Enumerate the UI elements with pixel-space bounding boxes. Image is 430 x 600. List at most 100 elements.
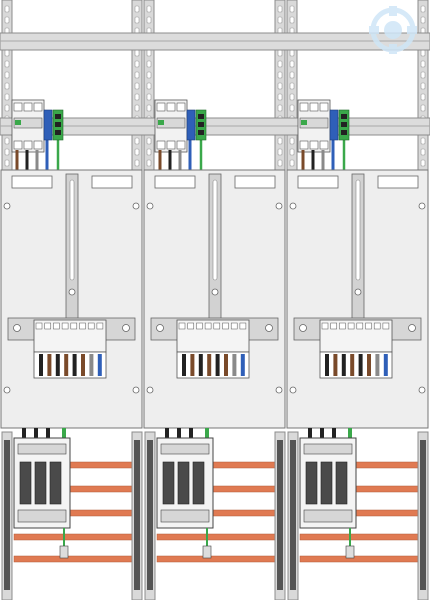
rail-slot (277, 16, 283, 24)
terminal-screw (55, 130, 61, 135)
breaker-top-terminal (166, 102, 176, 112)
connector-wire (232, 354, 237, 376)
connector-wire (350, 354, 355, 376)
connector-screw (365, 322, 372, 330)
feed-wire (62, 428, 66, 440)
connector-wire (240, 354, 245, 376)
rail-slot (146, 60, 152, 68)
feed-wire (348, 428, 352, 440)
bracket-hole (265, 324, 273, 332)
connector-screw (187, 322, 194, 330)
fuse-switch (156, 437, 214, 529)
rail-slot (134, 71, 140, 79)
rail-slot (277, 93, 283, 101)
feed-wire (205, 428, 209, 440)
earth-clip (345, 528, 355, 559)
terminal-screw (198, 114, 204, 119)
fuse-switch-bottom (303, 509, 353, 523)
terminal-screw (198, 130, 204, 135)
breaker-block (154, 99, 188, 153)
rail-slot (420, 104, 426, 112)
busbar-array (156, 461, 278, 563)
connector-screw (213, 322, 221, 330)
connector-screw (222, 322, 229, 330)
connector-screw (330, 322, 337, 330)
bracket-hole (156, 324, 164, 332)
breaker-top-terminal (156, 102, 166, 112)
breaker-bottom-terminal (33, 140, 43, 150)
fuse-wires (308, 428, 352, 440)
rail-slot (134, 104, 140, 112)
rail-slot (289, 71, 295, 79)
rail-slot (420, 159, 426, 167)
connector-block (319, 319, 393, 379)
connector-block (33, 319, 107, 379)
breaker-bottom-terminal (176, 140, 186, 150)
connector-wire (224, 354, 228, 376)
feed-wire (46, 428, 50, 440)
rail-slot (134, 5, 140, 13)
breaker-bottom-terminal (309, 140, 319, 150)
label-slot-right (91, 175, 133, 189)
rail-slot (134, 159, 140, 167)
breaker-top-terminal (176, 102, 186, 112)
breaker-bottom-terminal (299, 140, 309, 150)
terminal-block (329, 109, 350, 141)
panel-screw (418, 386, 426, 394)
busbar (13, 555, 135, 563)
fuse-switch (13, 437, 71, 529)
connector-screw (53, 322, 60, 330)
rail-slot (4, 16, 10, 24)
fuse-switch-bottom (17, 509, 67, 523)
breaker-lever (156, 117, 186, 129)
busbar (299, 533, 421, 541)
connector-wire (367, 354, 371, 376)
terminal-screw (55, 122, 61, 127)
connector-screw (339, 322, 346, 330)
fuse-carrier (177, 461, 190, 505)
fuse-switch (299, 437, 357, 529)
terminal-neutral (329, 109, 339, 141)
feed-wire (177, 428, 181, 440)
rail-slot (4, 93, 10, 101)
connector-wire (190, 354, 195, 376)
panel-screw (289, 386, 297, 394)
connector-screw (44, 322, 51, 330)
rail-slot (289, 16, 295, 24)
connector-base (176, 351, 250, 379)
connector-screw (35, 322, 43, 330)
rail-slot (4, 137, 10, 145)
feed-wire (34, 428, 38, 440)
rail-slot (420, 60, 426, 68)
terminal-screw (341, 114, 347, 119)
breaker-indicator (15, 120, 21, 125)
label-slot-left (11, 175, 53, 189)
bottom-rail-channel (134, 440, 140, 590)
rail-slot (289, 5, 295, 13)
connector-wire (55, 354, 60, 376)
rail-slot (146, 137, 152, 145)
connector-wire (47, 354, 52, 376)
connector-screw (373, 322, 381, 330)
rail-slot (289, 82, 295, 90)
rail-slot (420, 5, 426, 13)
module-3 (286, 99, 429, 600)
label-slot-right (234, 175, 276, 189)
breaker-top-terminal (319, 102, 329, 112)
breaker-wires (301, 140, 346, 170)
rail-slot (4, 71, 10, 79)
panel-screw (275, 386, 283, 394)
meter-rail-hole (68, 288, 76, 296)
connector-wire (89, 354, 94, 376)
busbar (156, 533, 278, 541)
feed-wire (308, 428, 312, 440)
fuse-switch-top (17, 443, 67, 455)
connector-screw (230, 322, 238, 330)
connector-wire (325, 354, 329, 376)
breaker-lever (13, 117, 43, 129)
fuse-switch-top (160, 443, 210, 455)
panel-screw (132, 386, 140, 394)
rail-slot (4, 49, 10, 57)
